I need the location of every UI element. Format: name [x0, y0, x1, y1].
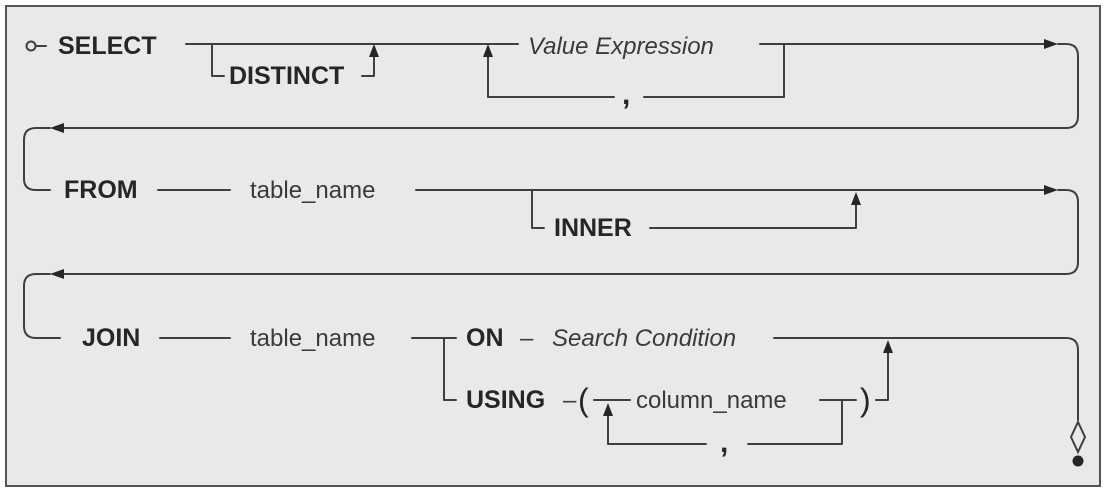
join-keyword: JOIN [82, 324, 140, 352]
column-name: column_name [636, 387, 787, 414]
value-expression-label: Value Expression [528, 33, 714, 60]
on-out-line [773, 337, 1079, 421]
wrap-connector-2-down [23, 273, 61, 339]
wrap-connector-1-down [23, 127, 51, 191]
on-dash: – [520, 325, 534, 352]
using-branch-out [875, 351, 889, 401]
distinct-branch-out [361, 55, 375, 77]
arrow-left-icon [50, 269, 64, 279]
distinct-branch-in [211, 43, 225, 77]
arrow-up-icon [883, 340, 893, 353]
inner-keyword: INNER [554, 214, 632, 242]
on-keyword: ON [466, 324, 504, 352]
wrap-connector-2 [63, 189, 1079, 275]
column-loop-left [607, 415, 707, 445]
arrow-right-icon [1044, 185, 1058, 195]
end-dot-icon [1072, 455, 1084, 467]
wrap-connector-1 [63, 43, 1079, 129]
using-branch-in [443, 337, 457, 401]
arrow-right-icon [1044, 39, 1058, 49]
from-table-name: table_name [250, 177, 375, 204]
arrow-up-icon [369, 44, 379, 57]
select-keyword: SELECT [58, 32, 157, 60]
using-keyword: USING [466, 386, 545, 414]
select-comma: , [622, 78, 630, 111]
arrow-left-icon [50, 123, 64, 133]
arrow-up-icon [483, 44, 493, 57]
column-loop-right [747, 399, 843, 445]
column-comma: , [720, 426, 728, 459]
diagram-panel [5, 5, 1101, 487]
comma-loop-right [643, 43, 785, 98]
distinct-keyword: DISTINCT [229, 62, 344, 90]
close-paren: ) [860, 382, 871, 418]
inner-branch-out [649, 203, 857, 229]
end-diamond-icon [1069, 419, 1087, 455]
using-dash: – [563, 387, 577, 414]
open-paren: ( [578, 382, 589, 418]
inner-branch-in [531, 189, 545, 229]
comma-loop-left [487, 55, 615, 98]
arrow-up-icon [603, 403, 613, 416]
join-table-name: table_name [250, 325, 375, 352]
arrow-up-icon [851, 192, 861, 205]
search-condition-label: Search Condition [552, 325, 736, 352]
from-keyword: FROM [64, 176, 138, 204]
